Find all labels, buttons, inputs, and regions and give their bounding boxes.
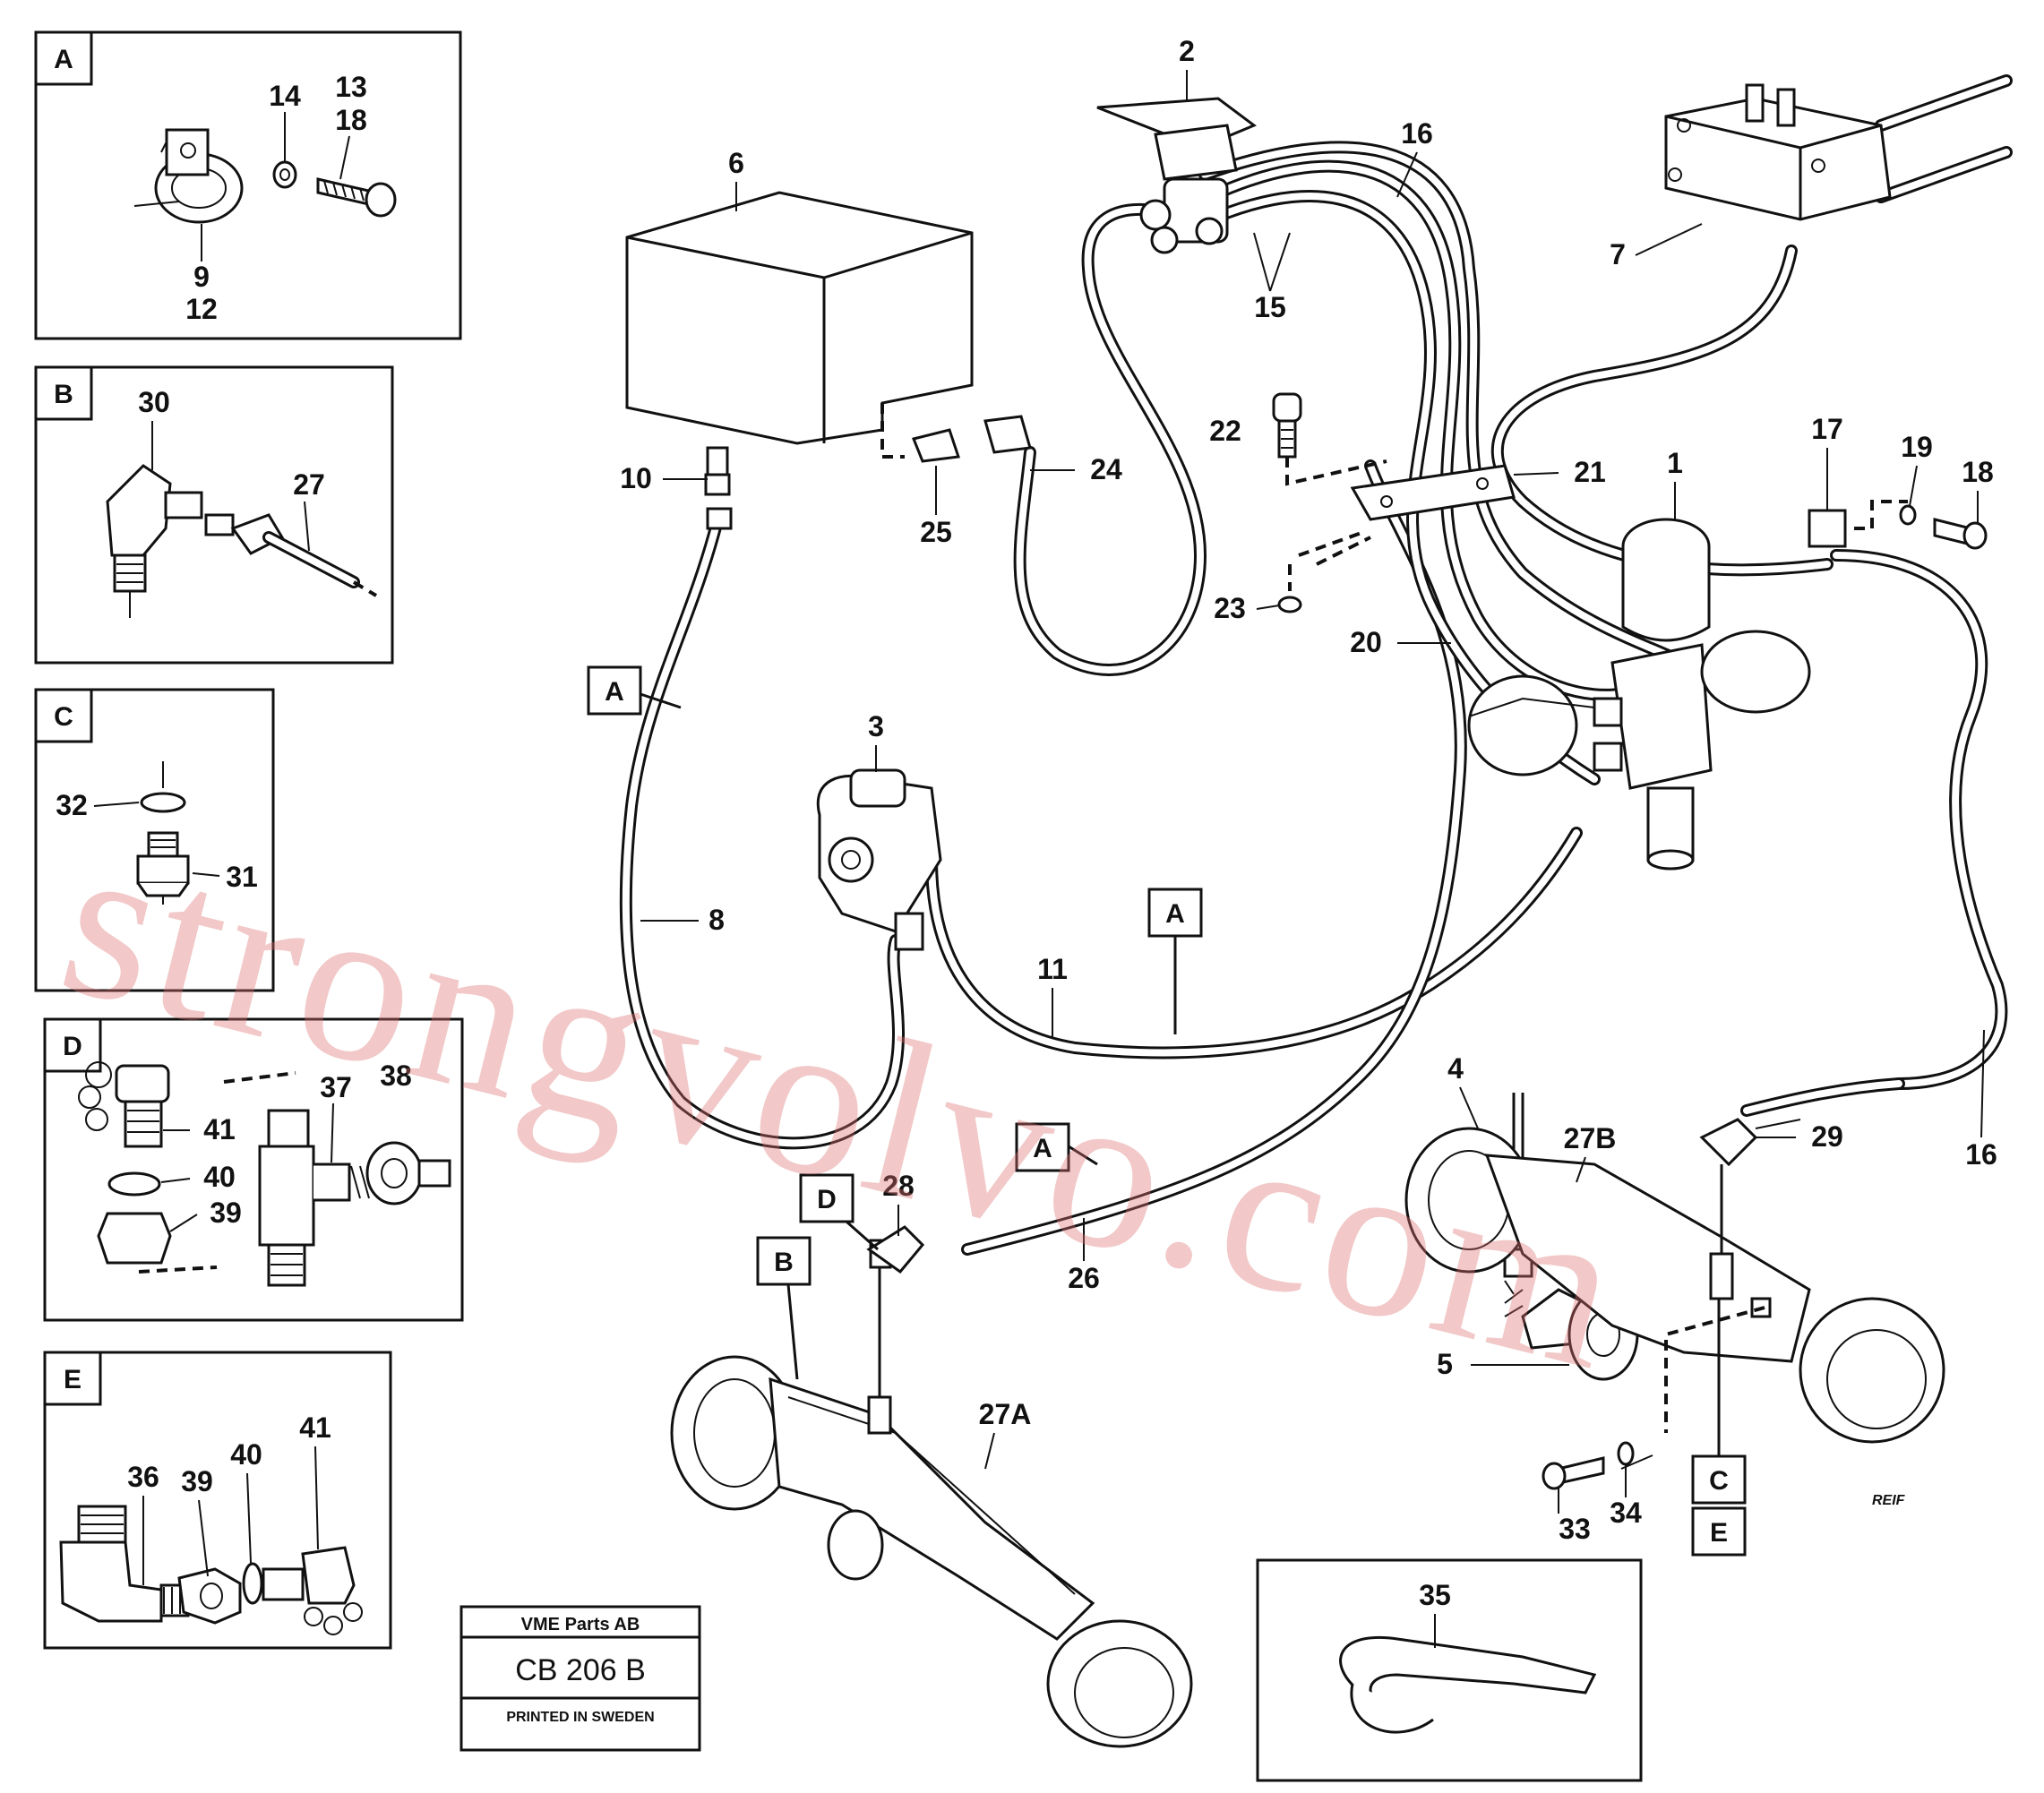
- inset-c-part-31: 31: [226, 861, 258, 893]
- marker-a-middle: A: [1165, 899, 1185, 929]
- inset-e-part-39: 39: [181, 1465, 213, 1497]
- inset-b-label: B: [54, 380, 73, 409]
- cable-tie-35: [1256, 1558, 1643, 1782]
- callout-27a: 27A: [979, 1398, 1032, 1430]
- callout-33: 33: [1559, 1513, 1591, 1545]
- callout-35: 35: [1419, 1579, 1451, 1611]
- connection-markers: A A A B D C E: [587, 665, 1747, 1557]
- callout-25: 25: [920, 516, 952, 548]
- inset-a-part-14: 14: [269, 80, 301, 112]
- inset-a-part-9: 9: [193, 261, 210, 293]
- artist-signature: REIF: [1872, 1493, 1906, 1508]
- title-printed: PRINTED IN SWEDEN: [506, 1710, 654, 1725]
- callout-15: 15: [1254, 291, 1286, 323]
- callout-16-top: 16: [1401, 117, 1433, 150]
- inset-d-label: D: [63, 1032, 82, 1061]
- callout-7: 7: [1610, 238, 1626, 270]
- marker-c: C: [1709, 1466, 1729, 1496]
- marker-a-left: A: [605, 677, 624, 707]
- marker-d: D: [817, 1185, 837, 1214]
- inset-a-label: A: [54, 45, 73, 74]
- callout-23: 23: [1214, 592, 1246, 624]
- inset-c-label: C: [54, 702, 73, 732]
- callout-26: 26: [1068, 1262, 1100, 1294]
- callout-21: 21: [1574, 456, 1606, 488]
- callout-28: 28: [882, 1170, 915, 1202]
- clamp-17: [1808, 500, 1988, 550]
- inset-a-part-12: 12: [185, 293, 218, 325]
- inset-d-part-37: 37: [320, 1071, 352, 1103]
- callout-18: 18: [1962, 456, 1994, 488]
- brake-unit-1: [1467, 518, 1811, 871]
- inset-a: A 14 13 18 9 12: [34, 30, 462, 340]
- callout-29: 29: [1811, 1120, 1843, 1153]
- callout-27b: 27B: [1564, 1122, 1617, 1154]
- callout-34: 34: [1610, 1497, 1642, 1529]
- inset-a-part-13: 13: [335, 71, 367, 103]
- control-box-6: [625, 191, 1032, 530]
- callout-11: 11: [1037, 953, 1068, 985]
- marker-b: B: [774, 1248, 794, 1277]
- callout-labels: 1 2 3 4 5 6 7 8 10 11 15 16 16 17 18 19 …: [620, 35, 1997, 1648]
- callout-10: 10: [620, 462, 652, 494]
- inset-d-part-39: 39: [210, 1197, 242, 1229]
- inset-a-part-18: 18: [335, 104, 367, 136]
- inset-c: C 32 31: [34, 688, 275, 992]
- callout-8: 8: [709, 904, 725, 936]
- callout-4: 4: [1447, 1052, 1464, 1085]
- relay-7: [1664, 83, 1892, 221]
- callout-5: 5: [1437, 1348, 1453, 1380]
- bracket-21: [1272, 392, 1516, 613]
- callout-24: 24: [1090, 453, 1122, 485]
- inset-e: E 36 39 40 41: [43, 1351, 392, 1650]
- axle-27a: [670, 1225, 1193, 1748]
- title-block: VME Parts AB CB 206 B PRINTED IN SWEDEN: [459, 1605, 701, 1752]
- inset-c-part-32: 32: [56, 789, 88, 821]
- callout-3: 3: [868, 710, 884, 742]
- callout-20: 20: [1350, 626, 1382, 658]
- marker-a-lower: A: [1033, 1134, 1052, 1163]
- callout-6: 6: [728, 147, 744, 179]
- inset-e-part-36: 36: [127, 1461, 159, 1493]
- inset-b-part-30: 30: [138, 386, 170, 418]
- inset-b: B 30 27: [34, 365, 394, 665]
- inset-e-part-41: 41: [299, 1411, 331, 1444]
- inset-d-part-38: 38: [380, 1060, 412, 1092]
- callout-16-right: 16: [1965, 1138, 1997, 1171]
- title-code: CB 206 B: [515, 1653, 646, 1687]
- title-company: VME Parts AB: [521, 1615, 640, 1634]
- callout-19: 19: [1901, 431, 1933, 463]
- callout-2: 2: [1179, 35, 1195, 67]
- inset-d: D 37 38 41 40 39: [43, 1017, 464, 1322]
- valve-3: [816, 768, 942, 951]
- inset-d-part-40: 40: [203, 1161, 236, 1193]
- inset-b-part-27: 27: [293, 468, 325, 501]
- callout-17: 17: [1811, 413, 1843, 445]
- inset-d-part-41: 41: [203, 1113, 236, 1145]
- callout-22: 22: [1209, 415, 1241, 447]
- axle-27b: [1404, 1118, 1945, 1490]
- inset-e-part-40: 40: [230, 1438, 262, 1471]
- valve-2: [1096, 97, 1257, 254]
- inset-e-label: E: [64, 1365, 82, 1394]
- marker-e: E: [1710, 1518, 1728, 1548]
- callout-1: 1: [1667, 447, 1683, 479]
